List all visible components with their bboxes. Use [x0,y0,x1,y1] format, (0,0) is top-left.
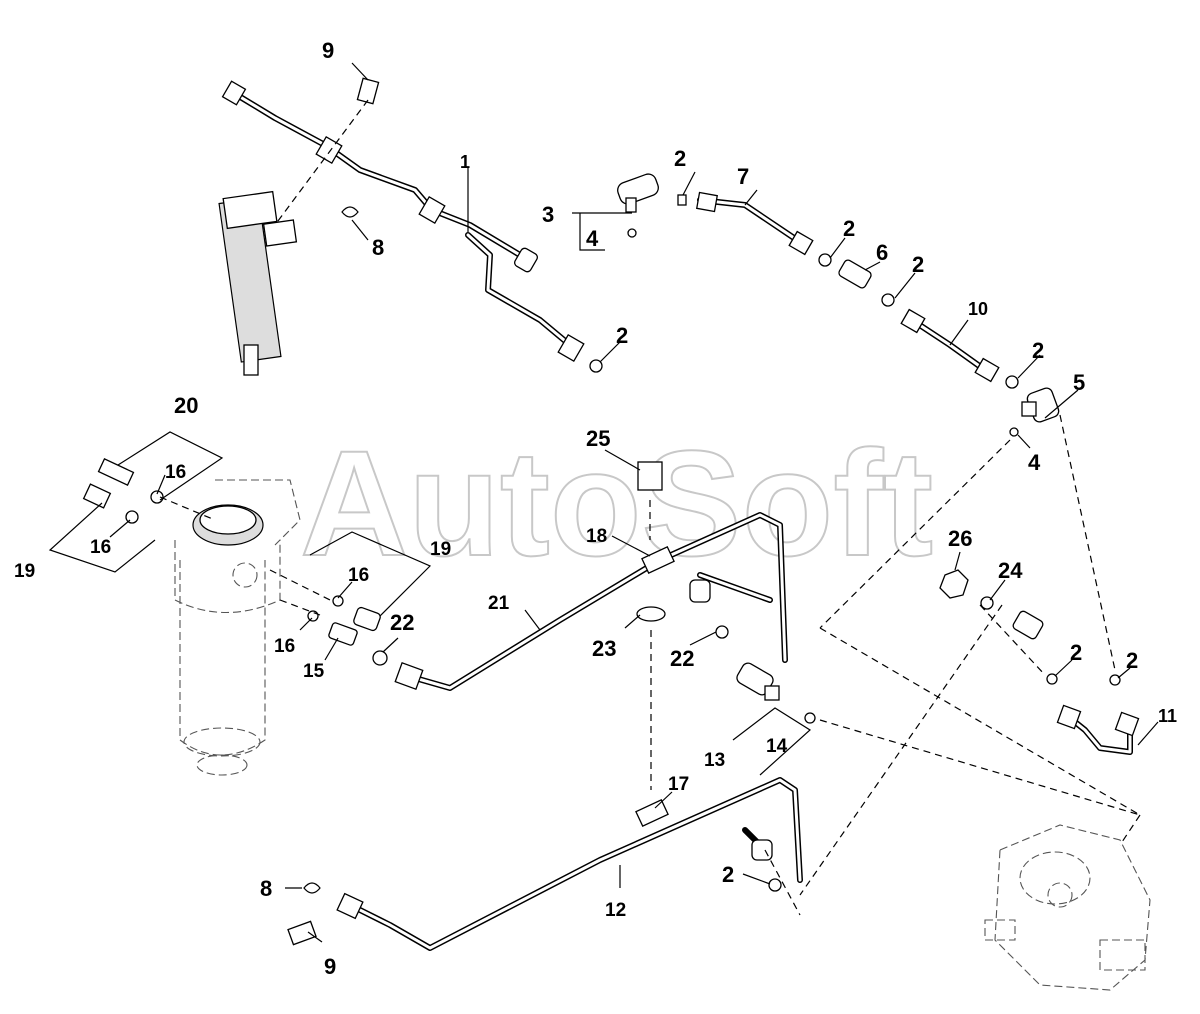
callout-10: 10 [968,299,988,319]
callout-25: 25 [586,426,610,451]
callout-11: 11 [1158,706,1177,726]
pipe-12 [336,777,803,951]
callout-3: 3 [542,202,554,227]
callout-2-pipe7: 2 [843,216,855,241]
watermark: AutoSoft [300,419,933,587]
clamp-18 [641,545,675,575]
callout-13: 13 [704,750,725,771]
callout-8-top: 8 [372,235,384,260]
connector-6 [838,259,872,289]
callout-2-pipe11: 2 [1126,648,1138,673]
return-pipe-1 [221,80,585,363]
callout-22-left: 22 [390,610,414,635]
injector [218,190,298,376]
callout-22-right: 22 [670,646,694,671]
callout-19-left: 19 [14,561,35,582]
union-15 [328,622,358,646]
callout-24: 24 [998,558,1023,583]
callout-12: 12 [605,900,626,921]
elbow-fitting-3 [617,173,659,213]
callout-4-right: 4 [1028,450,1041,475]
pipe-7 [695,191,814,256]
callout-14: 14 [766,736,788,757]
callout-7: 7 [737,164,749,189]
clip-8-top [341,206,359,218]
banjo-bolt-9-bottom [287,920,317,946]
callout-2-conn6: 2 [912,252,924,277]
callout-9-bottom: 9 [324,954,336,979]
high-pressure-pump [984,824,1151,991]
callout-6: 6 [876,240,888,265]
callout-2-elbow: 2 [674,146,686,171]
clamp-17 [635,798,669,828]
callout-9-top: 9 [322,38,334,63]
callout-20: 20 [174,393,198,418]
callout-8-bottom: 8 [260,876,272,901]
pipe-10 [900,308,1000,383]
callout-2-fit24: 2 [1070,640,1082,665]
banjo-bolt-9-top [356,77,380,105]
elbow-fitting-5 [1021,387,1060,423]
callout-16-b: 16 [90,537,111,558]
callout-5: 5 [1073,370,1085,395]
callout-19-right: 19 [430,539,451,560]
pipe-11 [1056,704,1140,755]
callout-21: 21 [488,593,510,614]
callout-18: 18 [586,526,607,547]
clip-8-bottom [303,882,321,894]
washer-23 [636,606,666,622]
callout-4-top: 4 [586,226,599,251]
fitting-24 [1012,610,1044,640]
callout-2-pipe10: 2 [1032,338,1044,363]
callout-26: 26 [948,526,972,551]
callout-23: 23 [592,636,616,661]
cap-nut-26 [939,569,969,599]
callout-17: 17 [668,774,689,795]
callout-1: 1 [460,152,470,172]
callout-15: 15 [303,661,325,682]
callout-16-d: 16 [274,636,295,657]
fuel-filter-assembly [174,479,301,776]
callout-16-a: 16 [165,462,186,483]
bolt-25 [637,461,663,491]
callout-16-c: 16 [348,565,369,586]
fitting-13 [736,662,780,701]
callout-2-pipe12: 2 [722,862,734,887]
callout-2-pipe1: 2 [616,323,628,348]
